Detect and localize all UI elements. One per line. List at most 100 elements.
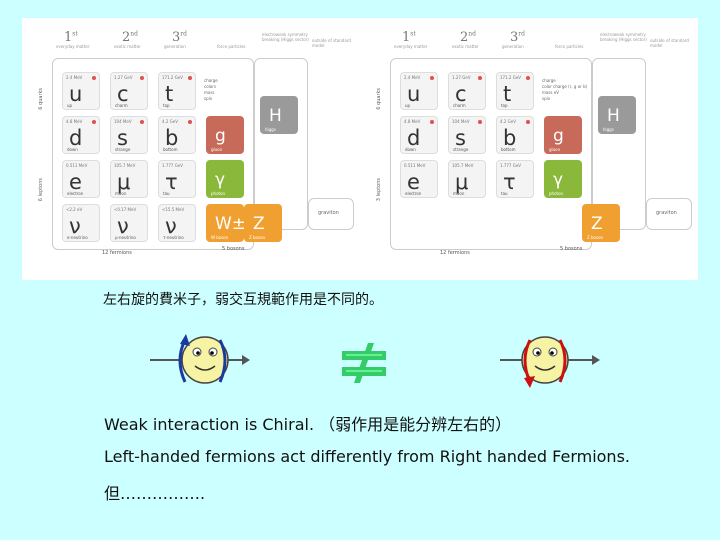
particle-symbol: μ [117, 170, 131, 194]
particle-name: top [501, 103, 508, 108]
particle-symbol: s [117, 126, 128, 150]
bosons-count-label: 5 bosons [222, 246, 245, 252]
generation-label: 1st [402, 30, 416, 45]
particle-symbol: H [607, 106, 620, 126]
particle-name: up [67, 103, 73, 108]
particle-name: muon [115, 191, 127, 196]
particle-symbol: Z [253, 214, 265, 234]
generation-subtitle: exotic matter [452, 44, 479, 49]
color-charge-dot [430, 76, 434, 80]
particle-symbol: u [69, 82, 83, 106]
right-handed-smiley-icon [500, 336, 600, 388]
particle-mass: 4.8 MeV [66, 119, 83, 124]
particle-name: higgs [265, 127, 276, 132]
chinese-caption: 左右旋的費米子，弱交互規範作用是不同的。 [103, 292, 383, 308]
particle-name: photon [549, 191, 564, 196]
legend-item: mass [204, 90, 215, 95]
particle-symbol: ν [69, 214, 81, 238]
particle-name: tau [501, 191, 508, 196]
color-charge-dot [430, 120, 434, 124]
particle-name: top [163, 103, 170, 108]
particle-symbol: μ [455, 170, 469, 194]
left-handed-smiley-icon [150, 334, 250, 384]
particle-name: higgs [603, 127, 614, 132]
graviton-box [308, 198, 354, 230]
generation-number: 2 [460, 30, 469, 45]
generation-label: 2nd [460, 30, 476, 45]
particle-symbol: g [215, 126, 226, 146]
color-charge-dot [478, 76, 482, 80]
particle-mass: 1.27 GeV [114, 75, 133, 80]
particle-mass: <0.17 MeV [114, 207, 137, 212]
generation-subtitle: everyday matter [394, 44, 428, 49]
generation-suffix: rd [518, 30, 525, 38]
generation-number: 3 [172, 30, 181, 45]
particle-symbol: τ [503, 170, 516, 194]
particle-name: gluon [211, 147, 223, 152]
particle-mass: 1.777 GeV [500, 163, 522, 168]
particle-symbol: d [407, 126, 421, 150]
generation-suffix: st [410, 30, 416, 38]
fermions-count-label: 12 fermions [440, 250, 470, 256]
leptons-side-label: 3 leptons [376, 178, 382, 202]
particle-symbol: e [69, 170, 82, 194]
particle-symbol: τ [165, 170, 178, 194]
particle-mass: 104 MeV [452, 119, 470, 124]
color-charge-dot [92, 76, 96, 80]
color-charge-dot [478, 120, 482, 124]
particle-mass: 104 MeV [114, 119, 132, 124]
generation-suffix: rd [180, 30, 187, 38]
color-charge-dot [188, 120, 192, 124]
legend-item: colors [204, 84, 216, 89]
particle-name: charm [453, 103, 466, 108]
particle-symbol: ν [165, 214, 177, 238]
generation-subtitle: generation [502, 44, 524, 49]
graviton-box [646, 198, 692, 230]
particle-name: down [405, 147, 416, 152]
particle-name: e-neutrino [67, 235, 88, 240]
color-charge-dot [526, 120, 530, 124]
particle-mass: 4.2 GeV [162, 119, 178, 124]
graviton-label: graviton [656, 210, 677, 216]
leptons-side-label: 6 leptons [38, 178, 44, 202]
particle-symbol: c [117, 82, 129, 106]
particle-symbol: b [165, 126, 179, 150]
particle-mass: <2.2 eV [66, 207, 83, 212]
not-equal-icon [342, 343, 386, 383]
particle-mass: 105.7 MeV [452, 163, 474, 168]
generation-subtitle: everyday matter [56, 44, 90, 49]
particle-mass: 0.511 MeV [404, 163, 426, 168]
particle-name: Z boson [249, 235, 266, 240]
particle-mass: <15.5 MeV [162, 207, 185, 212]
particle-symbol: u [407, 82, 421, 106]
particle-name: strange [453, 147, 469, 152]
generation-suffix: nd [130, 30, 138, 38]
generation-number: 3 [510, 30, 519, 45]
force-particles-header: force particles [217, 44, 246, 49]
particle-mass: 4.8 MeV [404, 119, 421, 124]
outside-sm-header: outside of standard model [312, 38, 351, 48]
generation-label: 3rd [172, 30, 187, 45]
legend-item: charge [204, 78, 218, 83]
particle-mass: 2.4 MeV [404, 75, 421, 80]
color-charge-dot [92, 120, 96, 124]
generation-suffix: nd [468, 30, 476, 38]
particle-symbol: H [269, 106, 282, 126]
